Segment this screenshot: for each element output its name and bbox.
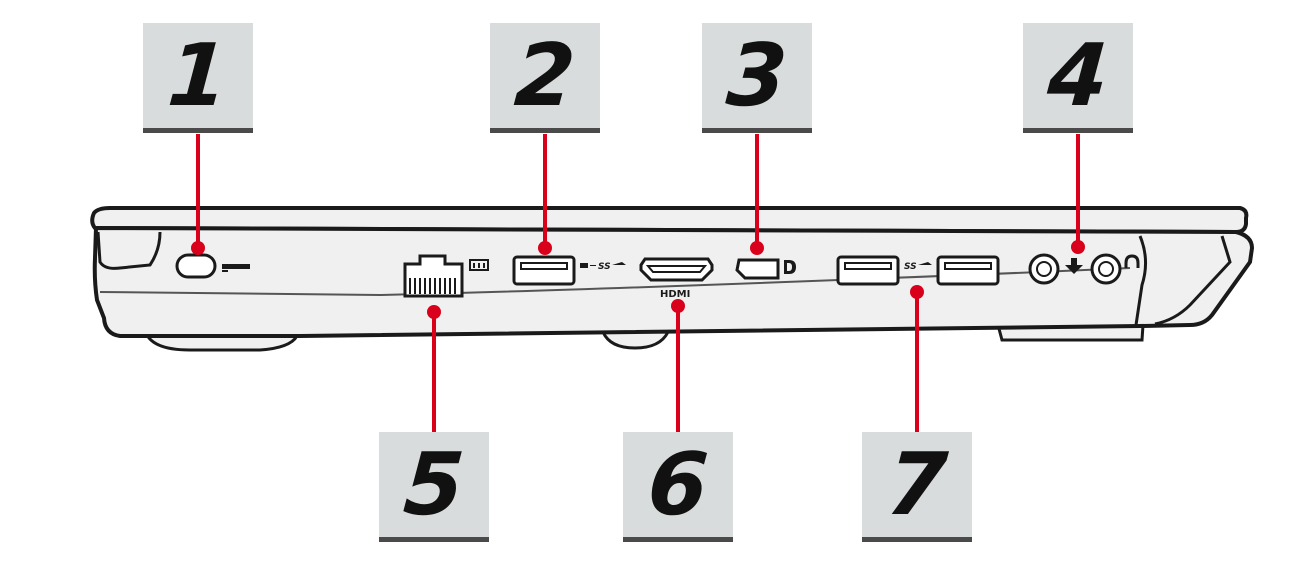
callout-label-6: 6 [623,432,733,542]
usb-charge-icon: SS [580,262,626,272]
svg-text:SS: SS [904,262,917,272]
callout-dot-3 [750,241,764,255]
microphone-icon [1065,258,1083,274]
displayport-icon [784,260,796,274]
callout-dot-4 [1071,240,1085,254]
headphone-icon [1124,254,1140,268]
laptop-chassis [92,225,1255,338]
usb-tongue [520,262,568,270]
callout-dot-5 [427,305,441,319]
callout-lines [191,134,1085,432]
svg-text:SS: SS [598,262,611,272]
lan-icon [469,259,489,271]
callout-dot-7 [910,285,924,299]
callout-label-2: 2 [490,23,600,133]
callout-label-4: 4 [1023,23,1133,133]
callout-label-1: 1 [143,23,253,133]
usb-a-port-2 [936,255,1000,286]
dc-power-port [175,253,217,279]
hdmi-port [639,257,714,282]
right-edge-curve-2 [1154,235,1232,326]
usb-a-port-charge [512,255,576,286]
callout-label-3: 3 [702,23,812,133]
hdmi-icon: HDMI [660,289,690,300]
callout-label-7: 7 [862,432,972,542]
mini-displayport-port [735,258,780,280]
right-edge-curve-1 [1134,235,1147,326]
usb-a-port-1 [836,255,900,286]
left-hinge-curve [96,231,162,270]
usb-icon: SS [904,262,932,272]
callout-dot-6 [671,299,685,313]
laptop-foot-center [600,330,671,350]
lan-port-pins [409,278,456,294]
callout-label-5: 5 [379,432,489,542]
dc-icon [222,264,250,272]
callout-dot-2 [538,241,552,255]
callout-dot-1 [191,241,205,255]
